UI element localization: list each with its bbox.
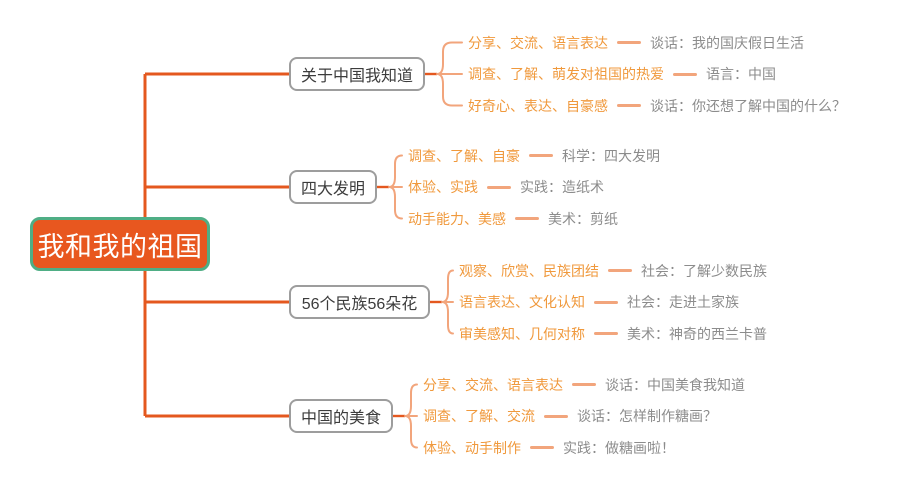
activity-label[interactable]: 美术：神奇的西兰卡普	[627, 325, 767, 342]
keyword-label[interactable]: 好奇心、表达、自豪感	[468, 97, 608, 114]
activity-label[interactable]: 社会：了解少数民族	[641, 262, 767, 279]
leaf-row: 调查、了解、交流 谈话：怎样制作糖画？	[423, 406, 717, 426]
leaf-row: 动手能力、美感 美术：剪纸	[408, 209, 618, 229]
branch-node-56-ethnic-groups[interactable]: 56个民族56朵花	[289, 285, 430, 319]
keyword-label[interactable]: 分享、交流、语言表达	[423, 376, 563, 393]
keyword-label[interactable]: 分享、交流、语言表达	[468, 34, 608, 51]
leaf-row: 体验、实践 实践：造纸术	[408, 177, 604, 197]
activity-label[interactable]: 谈话：我的国庆假日生活	[650, 34, 804, 51]
leaf-row: 体验、动手制作 实践：做糖画啦！	[423, 438, 675, 458]
activity-label[interactable]: 谈话：你还想了解中国的什么？	[650, 97, 846, 114]
activity-label[interactable]: 语言：中国	[706, 66, 776, 82]
activity-label[interactable]: 美术：剪纸	[548, 210, 618, 227]
keyword-label[interactable]: 审美感知、几何对称	[459, 325, 585, 342]
branch2-bracket	[388, 154, 403, 220]
leaf-row: 观察、欣赏、民族团结 社会：了解少数民族	[459, 261, 767, 281]
branch-node-about-china[interactable]: 关于中国我知道	[289, 57, 425, 91]
keyword-label[interactable]: 动手能力、美感	[408, 210, 506, 227]
activity-label[interactable]: 实践：造纸术	[520, 179, 604, 195]
keyword-label[interactable]: 调查、了解、交流	[423, 408, 535, 424]
activity-label[interactable]: 谈话：怎样制作糖画？	[577, 408, 717, 424]
activity-label[interactable]: 科学：四大发明	[562, 147, 660, 164]
keyword-label[interactable]: 调查、了解、萌发对祖国的热爱	[468, 66, 664, 82]
keyword-label[interactable]: 语言表达、文化认知	[459, 294, 585, 310]
branch-node-four-inventions[interactable]: 四大发明	[289, 170, 377, 204]
dash-connector	[608, 269, 632, 272]
dash-connector	[530, 446, 554, 449]
dash-connector	[572, 383, 596, 386]
leaf-row: 调查、了解、萌发对祖国的热爱 语言：中国	[468, 64, 776, 84]
dash-connector	[487, 185, 511, 189]
activity-label[interactable]: 实践：做糖画啦！	[563, 439, 675, 456]
keyword-label[interactable]: 体验、实践	[408, 179, 478, 195]
activity-label[interactable]: 社会：走进土家族	[627, 294, 739, 310]
leaf-row: 分享、交流、语言表达 谈话：中国美食我知道	[423, 375, 745, 395]
leaf-row: 语言表达、文化认知 社会：走进土家族	[459, 292, 739, 312]
leaf-row: 审美感知、几何对称 美术：神奇的西兰卡普	[459, 324, 767, 344]
dash-connector	[594, 300, 618, 304]
keyword-label[interactable]: 观察、欣赏、民族团结	[459, 262, 599, 279]
dash-connector	[529, 154, 553, 157]
dash-connector	[617, 41, 641, 44]
leaf-row: 调查、了解、自豪 科学：四大发明	[408, 146, 660, 166]
activity-label[interactable]: 谈话：中国美食我知道	[605, 376, 745, 393]
branch3-bracket	[441, 269, 454, 335]
dash-connector	[673, 72, 697, 76]
dash-connector	[617, 104, 641, 107]
leaf-row: 分享、交流、语言表达 谈话：我的国庆假日生活	[468, 33, 804, 53]
leaf-row: 好奇心、表达、自豪感 谈话：你还想了解中国的什么？	[468, 96, 846, 116]
branch1-bracket	[436, 41, 463, 107]
root-label: 我和我的祖国	[37, 231, 203, 262]
dash-connector	[515, 217, 539, 220]
keyword-label[interactable]: 调查、了解、自豪	[408, 147, 520, 164]
keyword-label[interactable]: 体验、动手制作	[423, 439, 521, 456]
branch-node-chinese-food[interactable]: 中国的美食	[289, 399, 393, 433]
dash-connector	[544, 414, 568, 418]
branch4-bracket	[404, 383, 418, 449]
root-node[interactable]: 我和我的祖国	[30, 217, 210, 271]
dash-connector	[594, 332, 618, 335]
